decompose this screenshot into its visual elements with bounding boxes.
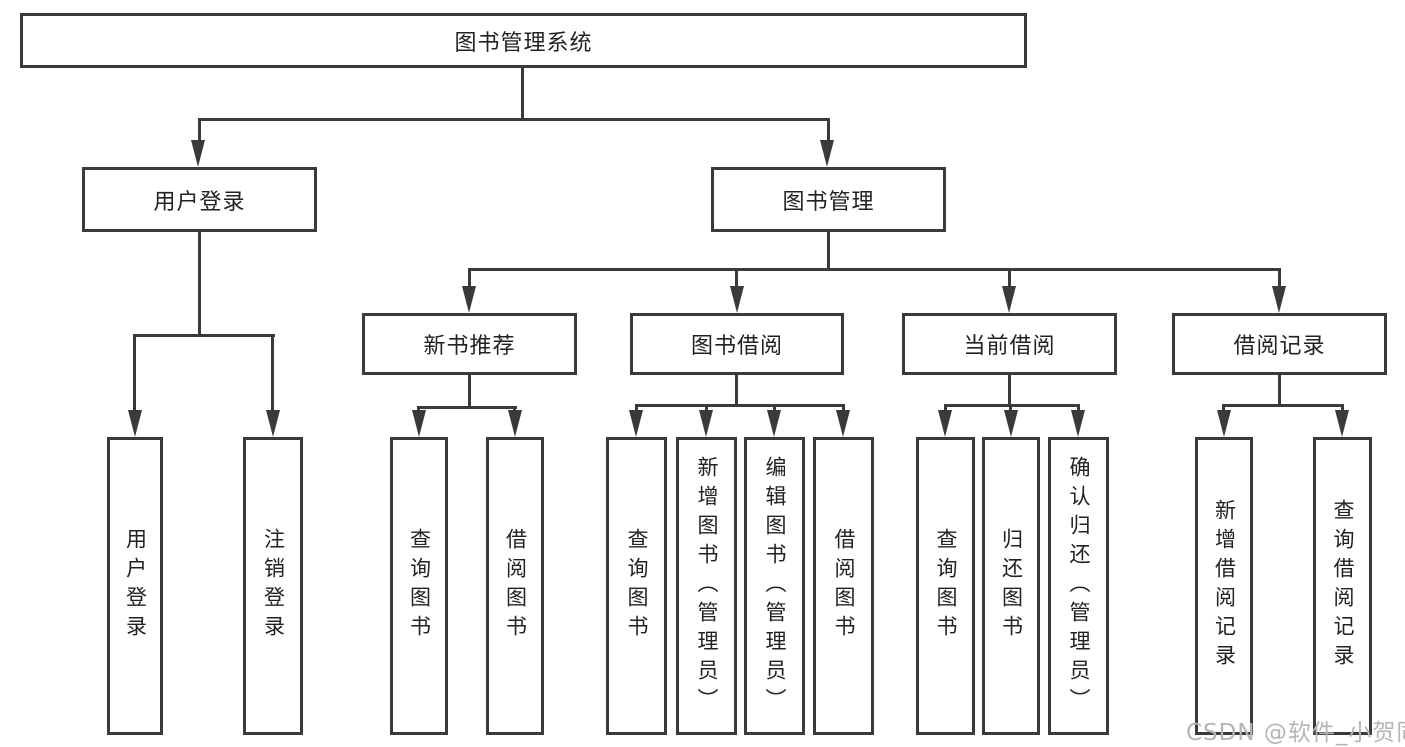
connector-line [735,375,738,406]
leaf-label: 新增图书（管理员） [695,455,719,717]
connector-line [944,404,947,414]
connector-arrowhead [412,410,426,437]
connector-line [1077,404,1080,414]
connector-arrowhead [128,410,142,437]
leaf-add-book-admin: 新增图书（管理员） [676,437,737,735]
leaf-query-books-recommend: 查询图书 [390,437,448,735]
leaf-label: 借阅图书 [832,528,856,644]
leaf-label: 用户登录 [123,528,148,644]
node-root: 图书管理系统 [20,13,1027,68]
connector-arrowhead [1217,410,1231,437]
node-borrow-record: 借阅记录 [1172,313,1387,375]
connector-arrowhead [836,410,850,437]
connector-line [635,404,845,407]
leaf-label: 注销登录 [261,528,286,644]
connector-arrowhead [938,410,952,437]
leaf-user-login: 用户登录 [107,437,163,735]
leaf-query-books-current: 查询图书 [916,437,975,735]
connector-line [735,268,738,289]
connector-line [1278,268,1281,289]
connector-arrowhead [629,410,643,437]
connector-arrowhead [1335,410,1349,437]
connector-line [198,232,201,334]
connector-arrowhead [1002,286,1016,313]
connector-arrowhead [462,286,476,313]
connector-line [468,268,471,289]
leaf-edit-book-admin: 编辑图书（管理员） [744,437,805,735]
connector-line [468,375,471,408]
node-new-book-recommend: 新书推荐 [362,313,577,375]
leaf-borrow-books: 借阅图书 [813,437,874,735]
connector-arrowhead [1004,410,1018,437]
leaf-label: 查询图书 [934,528,958,644]
connector-arrowhead [730,286,744,313]
connector-line [133,334,275,337]
leaf-label: 查询图书 [407,528,432,644]
connector-arrowhead [1071,410,1085,437]
connector-arrowhead [508,410,522,437]
connector-line [1008,375,1011,406]
connector-arrowhead [767,410,781,437]
leaf-add-borrow-record: 新增借阅记录 [1195,437,1253,735]
connector-line [521,68,524,121]
connector-line [1009,404,1012,414]
connector-line [635,404,638,414]
leaf-label: 确认归还（管理员） [1067,455,1091,717]
connector-arrowhead [1272,286,1286,313]
node-user-login: 用户登录 [82,167,317,232]
leaf-label: 归还图书 [999,528,1024,644]
connector-line [842,404,845,414]
leaf-query-borrow-record: 查询借阅记录 [1313,437,1372,735]
leaf-label: 新增借阅记录 [1212,499,1237,673]
leaf-borrow-books-recommend: 借阅图书 [486,437,544,735]
connector-line [1278,375,1281,406]
node-current-borrow: 当前借阅 [902,313,1117,375]
connector-arrowhead [266,410,280,437]
connector-arrowhead [820,140,834,167]
leaf-return-books: 归还图书 [982,437,1040,735]
connector-line [271,334,274,412]
connector-arrowhead [699,410,713,437]
leaf-logout: 注销登录 [243,437,303,735]
connector-line [1222,404,1344,407]
leaf-confirm-return-admin: 确认归还（管理员） [1048,437,1109,735]
connector-line [1341,404,1344,414]
leaf-label: 查询图书 [625,528,649,644]
connector-line [944,404,1080,407]
connector-line [1008,268,1011,289]
leaf-label: 编辑图书（管理员） [763,455,787,717]
leaf-query-books-borrow: 查询图书 [606,437,667,735]
connector-line [827,232,830,268]
connector-line [468,268,1281,271]
connector-line [827,118,830,144]
connector-line [773,404,776,414]
connector-arrowhead [191,140,205,167]
leaf-label: 查询借阅记录 [1331,499,1355,673]
node-book-borrow: 图书借阅 [630,313,844,375]
csdn-watermark: CSDN @软件_小贺同学 [1186,720,1405,746]
connector-line [133,334,136,412]
connector-line [198,118,830,121]
connector-line [1222,404,1225,414]
leaf-label: 借阅图书 [503,528,528,644]
connector-line [705,404,708,414]
connector-line [198,118,201,144]
node-book-management: 图书管理 [711,167,946,232]
connector-line [417,406,517,409]
